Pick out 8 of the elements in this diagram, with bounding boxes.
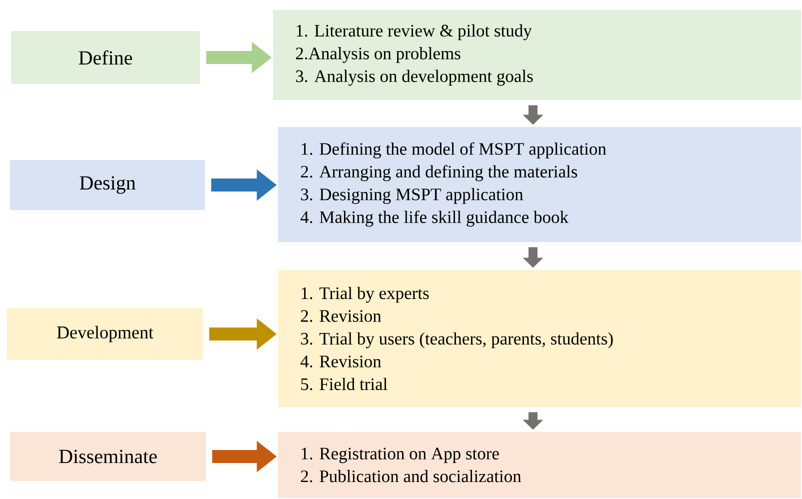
phase-box: Development [7,308,203,360]
step-list-box: 1. Literature review & pilot study 2.Analysis on problems 3. Analysis on development goals [273,10,801,100]
phase-box: Define [11,31,200,84]
phase-box: Disseminate [10,432,206,481]
phase-box: Design [10,160,205,210]
step-list-box: 1. Defining the model of MSPT application 2. Arranging and defining the materials 3. Designing MSPT application 4. Making the life skill guidance book [278,127,801,242]
step-list-box: 1. Trial by experts 2. Revision 3. Trial by users (teachers, parents, students) 4. Revision 5. Field trial [278,270,801,407]
step-list-box: 1. Registration on App store 2. Publication and socialization [278,432,801,498]
